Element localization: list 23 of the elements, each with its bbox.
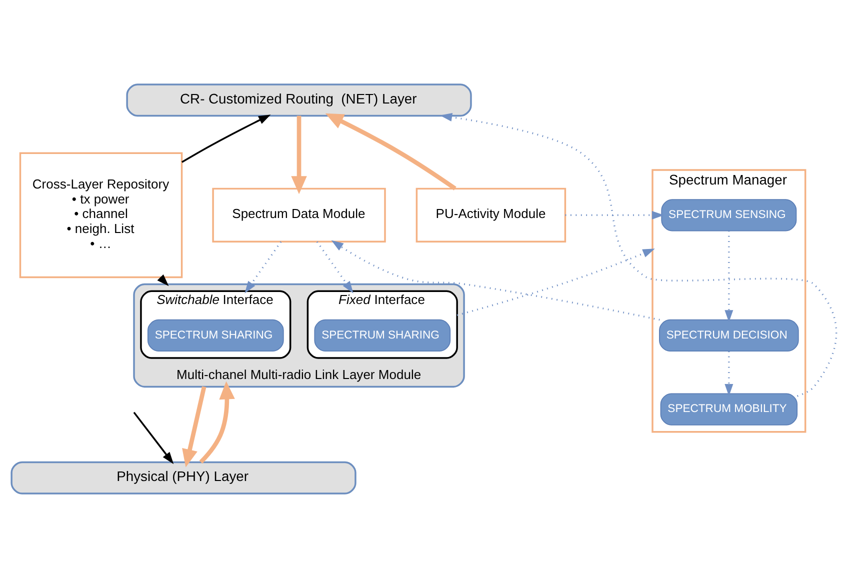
arrow: [316, 240, 354, 293]
node-box: CR- Customized Routing (NET) Layer: [126, 83, 472, 116]
node-box: PU-Activity Module: [416, 187, 566, 242]
node-box: SPECTRUM SENSING: [661, 198, 797, 231]
arrow: [456, 248, 655, 316]
arrow: [199, 380, 235, 464]
arrow: [440, 112, 838, 396]
node-box: Physical (PHY) Layer: [10, 460, 356, 494]
arrow: [724, 350, 734, 396]
arrow: [331, 240, 660, 320]
node-box: SPECTRUM MOBILITY: [660, 392, 798, 425]
arrow: [291, 115, 307, 194]
arrow: [565, 210, 664, 219]
node-box: SPECTRUM SHARING: [314, 318, 451, 352]
arrow: [244, 240, 282, 293]
arrow: [724, 230, 734, 322]
arrow: [133, 411, 174, 464]
node-box: Spectrum Data Module: [212, 187, 386, 242]
node-box: SPECTRUM SHARING: [147, 318, 284, 352]
node-box: SPECTRUM DECISION: [659, 318, 799, 352]
arrow: [182, 114, 271, 162]
arrow: [325, 112, 456, 190]
arrow: [157, 274, 169, 286]
